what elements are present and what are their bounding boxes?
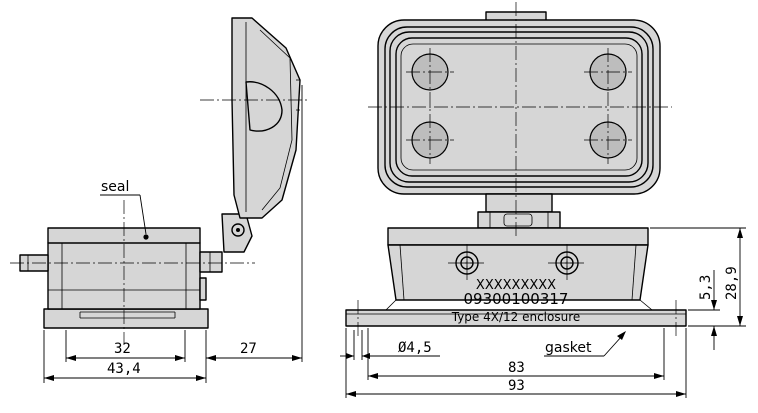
side-dimensions: 32 43,4 27 [43,85,303,383]
seal-label: seal [101,179,129,195]
dim-hole-diameter: Ø4,5 [398,340,432,356]
marking-line-2: 09300100317 [464,290,569,308]
seal-callout: seal [100,179,147,235]
front-dimensions: Ø4,5 83 93 5,3 28,9 [340,227,746,398]
marking-line-3: Type 4X/12 enclosure [451,310,581,324]
dim-5-3: 5,3 [698,275,714,300]
dim-93: 93 [508,378,525,394]
dim-32: 32 [114,341,131,357]
dim-43-4: 43,4 [107,361,141,377]
side-view [10,17,310,345]
front-housing-top [387,227,649,246]
side-lever [199,251,223,273]
dim-83: 83 [508,360,525,376]
hinge-pin [231,223,245,237]
dim-27: 27 [240,341,257,357]
front-hinge-block [485,193,553,213]
marking-line-1: XXXXXXXXX [476,278,556,293]
front-view [345,2,687,338]
seal-point [143,234,149,240]
product-marking: XXXXXXXXX 09300100317 Type 4X/12 enclosu… [451,278,581,324]
gasket-callout: gasket [544,331,626,357]
dim-28-9: 28,9 [724,266,740,300]
gasket-label: gasket [545,340,592,356]
hinge [221,213,253,253]
cover-dome [245,81,283,132]
